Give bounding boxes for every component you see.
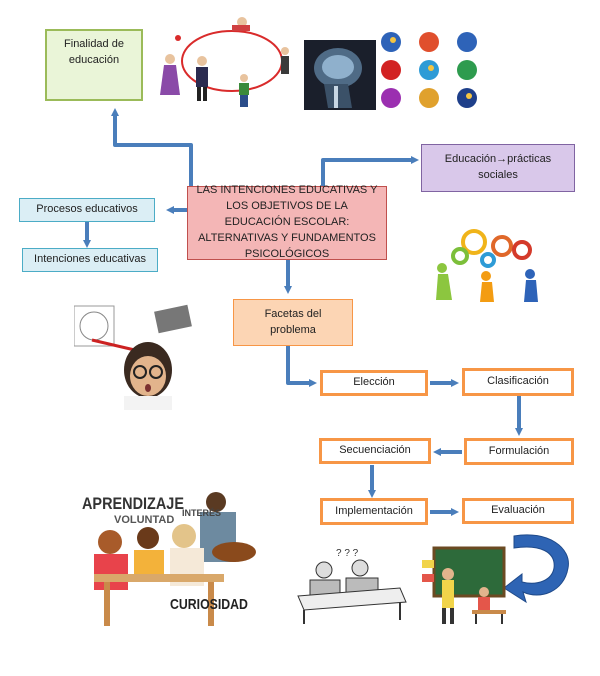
node-procesos: Procesos educativos xyxy=(19,198,155,222)
arrow-to-educacion-practicas xyxy=(321,156,419,186)
learning-collage-image xyxy=(74,492,266,626)
arrow-to-finalidad xyxy=(111,108,193,186)
word-interes: INTERÉS xyxy=(182,508,222,518)
node-central: LAS INTENCIONES EDUCATIVAS Y LOS OBJETIV… xyxy=(187,184,387,260)
word-curiosidad: CURIOSIDAD xyxy=(170,596,248,613)
node-formulacion: Formulación xyxy=(464,438,574,465)
word-voluntad: VOLUNTAD xyxy=(114,514,175,526)
arrow-to-eleccion xyxy=(286,346,317,387)
node-intenciones: Intenciones educativas xyxy=(22,248,158,272)
classroom-illustration xyxy=(422,546,506,624)
gears-teamwork-illustration xyxy=(436,229,538,302)
learning-collage: APRENDIZAJE INTERÉS VOLUNTAD CURIOSIDAD xyxy=(74,492,266,626)
curved-arrow xyxy=(503,534,569,604)
activity-icons-illustration xyxy=(381,32,477,108)
node-secuenciacion: Secuenciación xyxy=(319,438,431,464)
people-cycle-illustration xyxy=(160,17,289,107)
node-facetas: Facetas del problema xyxy=(233,299,353,346)
node-evaluacion: Evaluación xyxy=(462,498,574,524)
brain-head-illustration xyxy=(304,40,376,110)
node-clasificacion: Clasificación xyxy=(462,368,574,396)
node-educacion-practicas: Educación→prácticas sociales xyxy=(421,144,575,192)
students-desks-illustration: ? ? ? xyxy=(297,548,407,624)
node-implementacion: Implementación xyxy=(320,498,428,525)
node-eleccion: Elección xyxy=(320,370,428,396)
child-thinking-illustration xyxy=(74,304,192,410)
node-finalidad: Finalidad de educación xyxy=(45,29,143,101)
word-aprendizaje: APRENDIZAJE xyxy=(82,494,184,513)
svg-text:? ? ?: ? ? ? xyxy=(336,548,359,559)
